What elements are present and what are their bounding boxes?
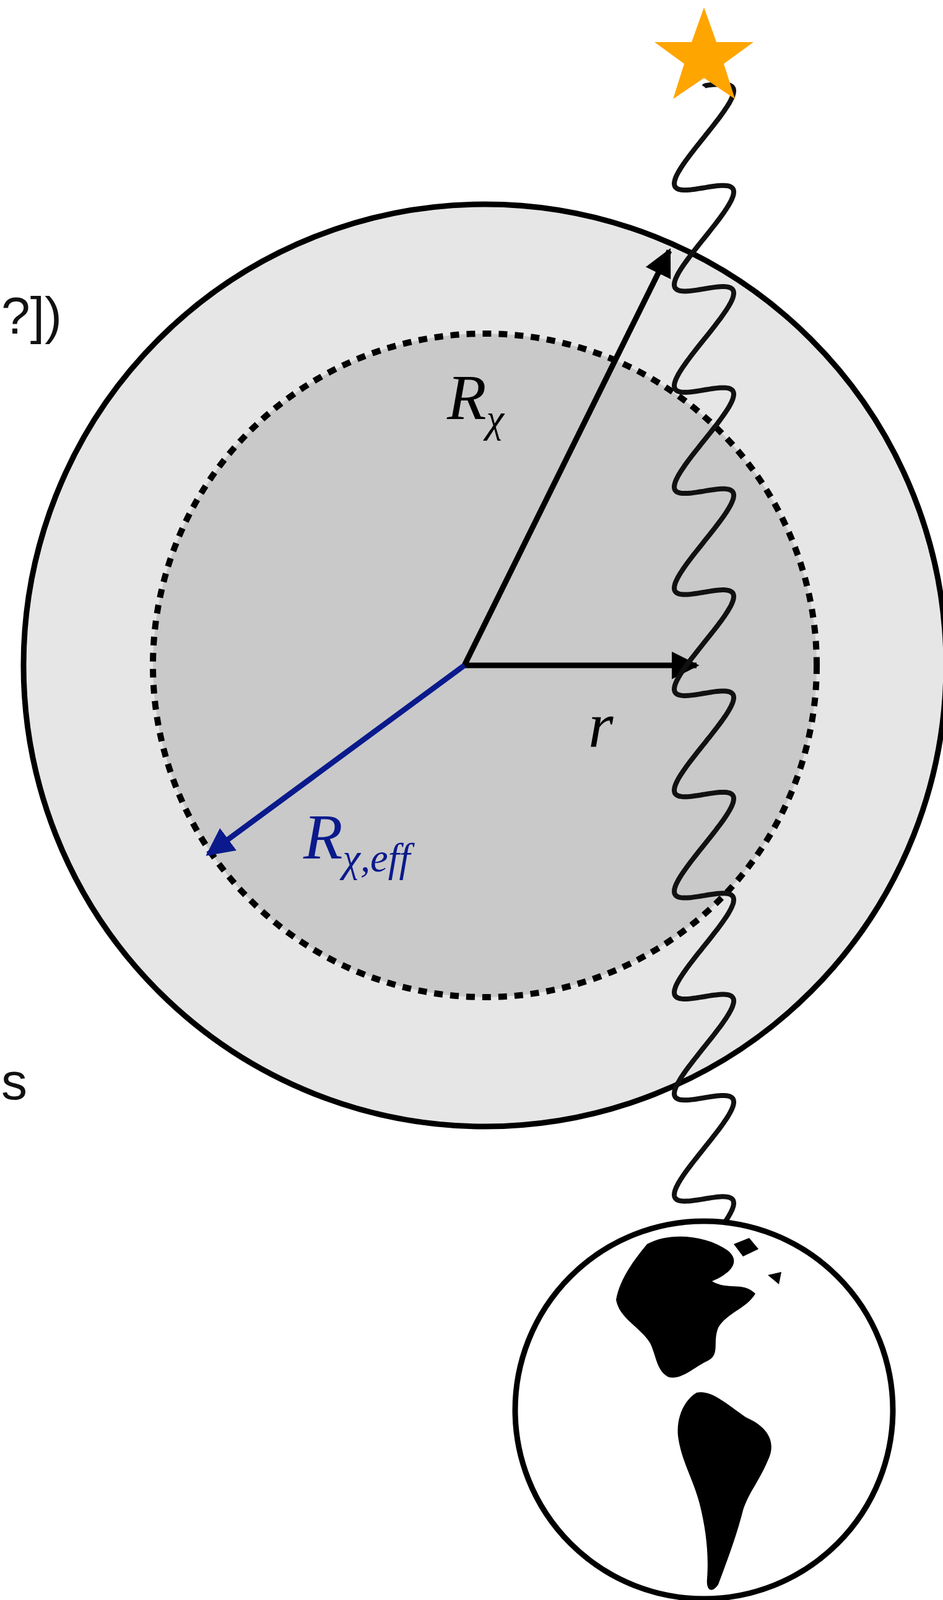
r-arrow	[464, 663, 697, 669]
light-path	[674, 84, 734, 1224]
north-america	[616, 1237, 756, 1379]
r-label: r	[588, 693, 613, 758]
radius-label: Rχ	[447, 365, 505, 439]
radius-arrow	[464, 250, 670, 666]
text-fragment: s	[1, 1055, 28, 1108]
islands	[733, 1238, 782, 1285]
outer-sphere	[23, 204, 943, 1127]
south-america	[677, 1392, 772, 1591]
earth	[515, 1221, 893, 1600]
inner-region	[152, 333, 817, 998]
star	[654, 7, 754, 100]
text-fragment: ?])	[1, 289, 62, 342]
effective-radius-boundary	[152, 333, 817, 998]
effective-radius-label: Rχ,eff	[303, 804, 410, 879]
